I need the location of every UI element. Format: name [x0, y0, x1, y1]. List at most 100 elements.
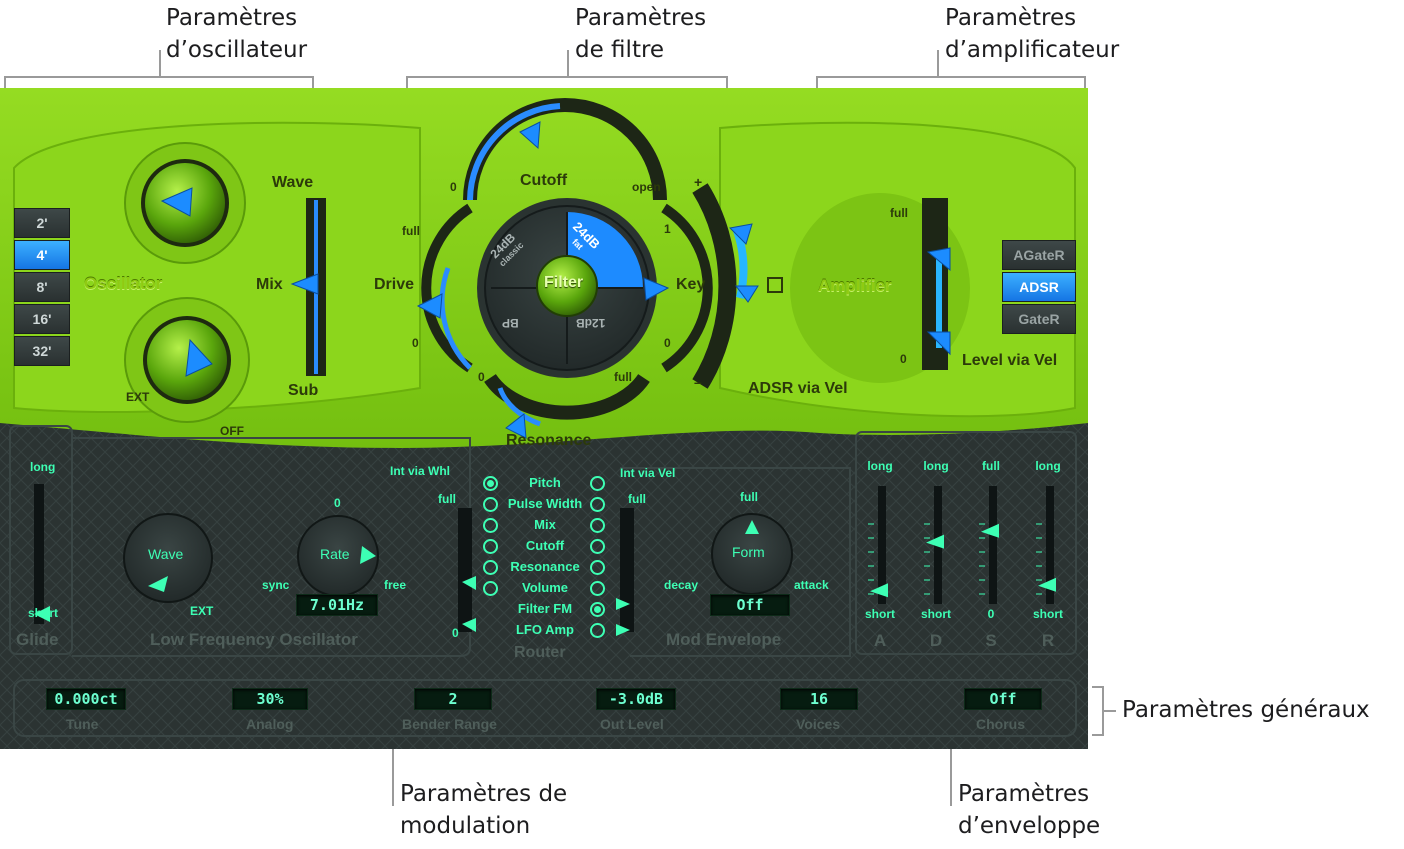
env-a-name: A	[874, 631, 886, 650]
env-a-thumb[interactable]	[870, 583, 888, 598]
router-left-radio-cutoff[interactable]	[483, 539, 498, 554]
filter-mode-12db[interactable]: 12dB	[576, 316, 606, 330]
env-s-top-label: full	[982, 459, 1000, 473]
env-d-bottom-label: short	[921, 607, 951, 621]
router-target-filter-fm: Filter FM	[517, 601, 573, 616]
filter-cutoff-max: open	[632, 180, 661, 194]
lfo-wave-knob[interactable]	[124, 514, 212, 602]
oscillator-sub-label: Sub	[288, 382, 319, 399]
router-target-pulse-width: Pulse Width	[507, 496, 583, 511]
filter-resonance-label: Resonance	[506, 432, 592, 449]
filter-cutoff-min: 0	[450, 180, 457, 194]
filter-mode-bp[interactable]: BP	[502, 316, 519, 330]
callout-global: Paramètres généraux	[1122, 697, 1370, 723]
global-analog-display[interactable]: 30%	[232, 688, 308, 710]
filter-key-label: Key	[676, 276, 706, 293]
oscillator-mix-slider[interactable]	[296, 198, 326, 376]
router-left-radio-volume[interactable]	[483, 581, 498, 596]
glide-min: short	[28, 606, 58, 620]
router-left-radio-pulse-width[interactable]	[483, 497, 498, 512]
oscillator-wave-knob[interactable]	[145, 163, 225, 243]
amplifier-level-slider[interactable]	[920, 198, 952, 370]
global-tune-label: Tune	[66, 716, 99, 732]
octave-button-8[interactable]: 8'	[14, 272, 70, 302]
lfo-rate-display[interactable]: 7.01Hz	[296, 594, 378, 616]
filter-resonance-knob[interactable]	[490, 368, 644, 428]
router-right-radio-filter-fm[interactable]	[590, 602, 605, 617]
global-out-level-display[interactable]: -3.0dB	[596, 688, 676, 710]
filter-drive-label: Drive	[374, 276, 415, 293]
router-target-pitch: Pitch	[529, 475, 561, 490]
router-right-radio-cutoff[interactable]	[590, 539, 605, 554]
filter-resonance-min: 0	[478, 370, 485, 384]
lfo-wave-ext: EXT	[190, 604, 214, 618]
router-left-radio-mix[interactable]	[483, 518, 498, 533]
env-r-thumb[interactable]	[1038, 577, 1056, 592]
global-bender-range-display[interactable]: 2	[414, 688, 492, 710]
callout-filter-line	[567, 50, 569, 76]
env-s-track[interactable]	[989, 486, 997, 604]
router-right-radio-pitch[interactable]	[590, 476, 605, 491]
mod-env-form-attack: attack	[794, 578, 829, 592]
router-right-radio-lfo-amp[interactable]	[590, 623, 605, 638]
lfo-rate-top: 0	[334, 496, 341, 510]
router-target-volume: Volume	[522, 580, 568, 595]
oscillator-wave-label: Wave	[272, 174, 314, 191]
global-chorus-display[interactable]: Off	[964, 688, 1042, 710]
router-target-resonance: Resonance	[510, 559, 580, 574]
callout-oscillator-bracket	[4, 76, 314, 88]
mod-env-form-top: full	[740, 490, 758, 504]
octave-button-4[interactable]: 4'	[14, 240, 70, 270]
global-voices-display[interactable]: 16	[780, 688, 858, 710]
amp-env-mode-gater[interactable]: GateR	[1002, 304, 1076, 334]
global-tune-display[interactable]: 0.000ct	[46, 688, 126, 710]
lfo-rate-knob[interactable]	[298, 516, 378, 596]
amp-env-mode-adsr[interactable]: ADSR	[1002, 272, 1076, 302]
callout-amplifier: Paramètres d’amplificateur	[945, 5, 1120, 63]
lfo-int-whl-max: full	[438, 492, 456, 506]
mod-env-form-decay: decay	[664, 578, 699, 592]
mod-env-int-via-vel-slider[interactable]	[612, 508, 638, 632]
global-voices-label: Voices	[796, 716, 841, 732]
router-label: Router	[514, 644, 566, 661]
filter-drive-max: full	[402, 224, 420, 238]
callout-global-line	[1104, 710, 1116, 712]
mod-env-form-knob[interactable]	[712, 514, 792, 594]
filter-adsr-minus: –	[694, 374, 702, 390]
router-right-radio-mix[interactable]	[590, 518, 605, 533]
router-left-radio-pitch[interactable]	[483, 476, 498, 491]
oscillator-sub-knob[interactable]	[147, 320, 227, 400]
env-s-thumb[interactable]	[981, 523, 999, 538]
octave-button-32[interactable]: 32'	[14, 336, 70, 366]
filter-cutoff-knob[interactable]	[470, 108, 660, 198]
filter-adsr-via-vel-slider[interactable]	[700, 188, 760, 384]
oscillator-sub-off: OFF	[220, 424, 244, 438]
octave-button-16[interactable]: 16'	[14, 304, 70, 334]
amp-env-mode-agater[interactable]: AGateR	[1002, 240, 1076, 270]
global-bender-range-label: Bender Range	[402, 716, 497, 732]
glide-slider[interactable]	[28, 484, 52, 624]
env-d-top-label: long	[923, 459, 948, 473]
lfo-int-whl-min: 0	[452, 626, 459, 640]
env-d-thumb[interactable]	[926, 534, 944, 549]
callout-oscillator-line	[159, 50, 161, 76]
oscillator-sub-ext: EXT	[126, 390, 150, 404]
octave-button-2[interactable]: 2'	[14, 208, 70, 238]
amplifier-level-max: full	[890, 206, 908, 220]
router-target-cutoff: Cutoff	[525, 538, 565, 553]
router-left-radio-resonance[interactable]	[483, 560, 498, 575]
router-right-radio-pulse-width[interactable]	[590, 497, 605, 512]
router-target-lfo-amp: LFO Amp	[515, 622, 574, 637]
mod-env-form-display[interactable]: Off	[710, 594, 790, 616]
filter-key-knob[interactable]	[640, 228, 680, 358]
lfo-rate-label: Rate	[320, 546, 350, 562]
router-right-radio-resonance[interactable]	[590, 560, 605, 575]
callout-oscillator: Paramètres d’oscillateur	[166, 5, 308, 63]
env-a-track[interactable]	[878, 486, 886, 604]
filter-drive-knob[interactable]	[415, 228, 465, 358]
lfo-int-via-whl-slider[interactable]	[452, 508, 478, 632]
env-r-track[interactable]	[1046, 486, 1054, 604]
router-right-radio-volume[interactable]	[590, 581, 605, 596]
